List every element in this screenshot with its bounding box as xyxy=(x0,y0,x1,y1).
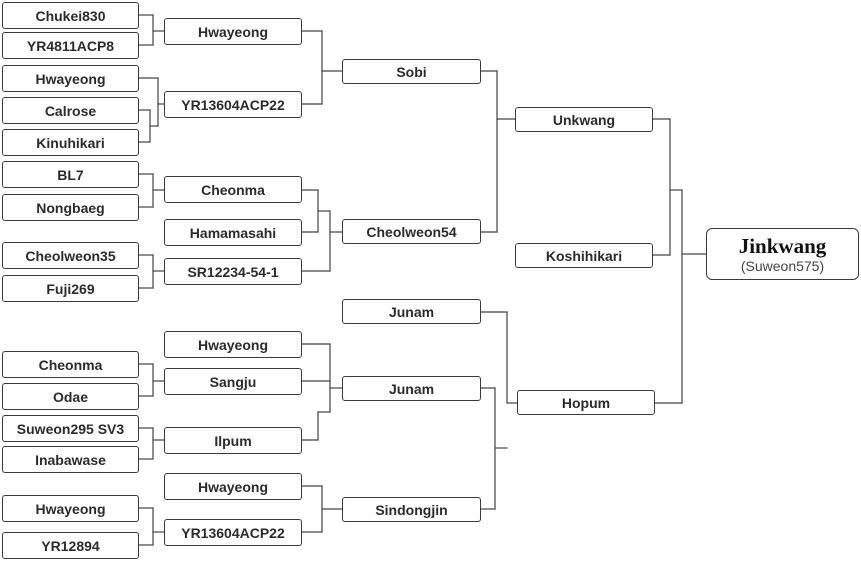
node-fuji269: Fuji269 xyxy=(2,275,139,302)
node-cheolweon35: Cheolweon35 xyxy=(2,242,139,269)
node-yr12894: YR12894 xyxy=(2,532,139,559)
node-calrose: Calrose xyxy=(2,97,139,124)
node-odae: Odae xyxy=(2,383,139,410)
node-yr13604acp22: YR13604ACP22 xyxy=(164,91,302,118)
node-hamamasahi: Hamamasahi xyxy=(164,219,302,246)
node-junam: Junam xyxy=(342,299,481,324)
node-sobi: Sobi xyxy=(342,59,481,84)
node-junam: Junam xyxy=(342,376,481,401)
node-hwayeong: Hwayeong xyxy=(2,495,139,522)
node-chukei830: Chukei830 xyxy=(2,2,139,29)
node-inabawase: Inabawase xyxy=(2,446,139,473)
node-hwayeong: Hwayeong xyxy=(164,473,302,500)
node-hwayeong: Hwayeong xyxy=(2,65,139,92)
node-ilpum: Ilpum xyxy=(164,427,302,454)
node-kinuhikari: Kinuhikari xyxy=(2,129,139,156)
node-cheolweon54: Cheolweon54 xyxy=(342,219,481,244)
node-bl7: BL7 xyxy=(2,161,139,188)
node-hwayeong: Hwayeong xyxy=(164,18,302,45)
node-cheonma: Cheonma xyxy=(164,176,302,203)
root-variety-alias: (Suweon575) xyxy=(740,258,825,274)
root-variety-name: Jinkwang xyxy=(738,234,827,258)
node-yr13604acp22: YR13604ACP22 xyxy=(164,519,302,546)
node-unkwang: Unkwang xyxy=(515,107,653,132)
node-hwayeong: Hwayeong xyxy=(164,331,302,358)
node-cheonma: Cheonma xyxy=(2,351,139,378)
node-koshihikari: Koshihikari xyxy=(515,243,653,268)
node-suweon295-sv3: Suweon295 SV3 xyxy=(2,415,139,442)
node-yr4811acp8: YR4811ACP8 xyxy=(2,32,139,59)
node-jinkwang-root: Jinkwang (Suweon575) xyxy=(706,228,859,280)
node-hopum: Hopum xyxy=(517,390,655,415)
node-sr12234-54-1: SR12234-54-1 xyxy=(164,258,302,285)
node-sangju: Sangju xyxy=(164,368,302,395)
node-nongbaeg: Nongbaeg xyxy=(2,194,139,221)
node-sindongjin: Sindongjin xyxy=(342,497,481,522)
